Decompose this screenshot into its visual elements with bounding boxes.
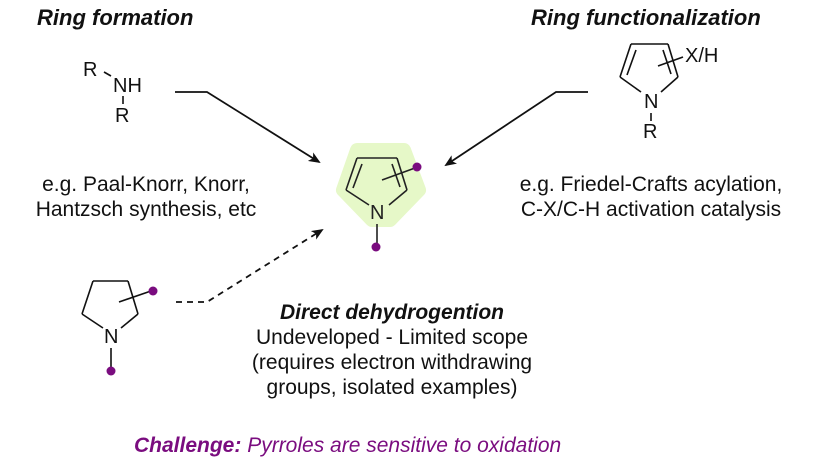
amine-substituent-r-bottom: R [115,105,130,127]
ring-functionalization-examples-line-1: e.g. Friedel-Crafts acylation, [519,173,783,196]
amine-substituent-r-top: R [83,59,98,81]
amine-bonds [103,71,124,104]
ring-formation-title: Ring formation [37,5,194,30]
ring-functionalization-examples: e.g. Friedel-Crafts acylation, C-X/C-H a… [492,172,810,222]
product-pyrrole-structure [336,143,426,252]
functionalized-pyrrole-r-label: R [643,121,658,143]
direct-dehydrogenation-line-2: (requires electron withdrawing [251,351,533,374]
ring-functionalization-title: Ring functionalization [531,5,761,30]
ring-formation-examples-line-2: Hantzsch synthesis, etc [35,198,257,221]
substituent-dot-nitrogen [371,242,381,252]
ring-formation-examples: e.g. Paal-Knorr, Knorr, Hantzsch synthes… [10,172,282,222]
substituent-dot-nitrogen [106,366,116,376]
functionalized-pyrrole-n-label: N [644,91,659,113]
challenge-statement: Challenge: Pyrroles are sensitive to oxi… [134,434,561,458]
ring-formation-examples-line-1: e.g. Paal-Knorr, Knorr, [42,173,250,196]
functionalized-pyrrole-structure [619,43,684,121]
amine-nh-label: NH [113,75,142,97]
substituent-dot-ring [148,286,158,296]
ring-formation-arrow [175,91,321,164]
functionalized-substituent-label: X/H [685,45,719,67]
pyrrolidine-structure [81,280,158,376]
direct-dehydrogenation-line-3: groups, isolated examples) [266,376,518,399]
substituent-dot-ring [412,162,422,172]
pyrrolidine-n-label: N [104,326,119,348]
direct-dehydrogenation-line-1: Undeveloped - Limited scope [256,326,528,349]
dehydrogenation-arrow [176,228,324,303]
direct-dehydrogenation-title: Direct dehydrogention [279,301,505,324]
direct-dehydrogenation-block: Direct dehydrogention Undeveloped - Limi… [222,300,562,400]
ring-functionalization-examples-line-2: C-X/C-H activation catalysis [520,198,782,221]
ring-functionalization-arrow [444,91,588,167]
challenge-text: Pyrroles are sensitive to oxidation [241,434,562,457]
product-pyrrole-n-label: N [370,202,385,224]
challenge-label: Challenge: [134,434,242,457]
